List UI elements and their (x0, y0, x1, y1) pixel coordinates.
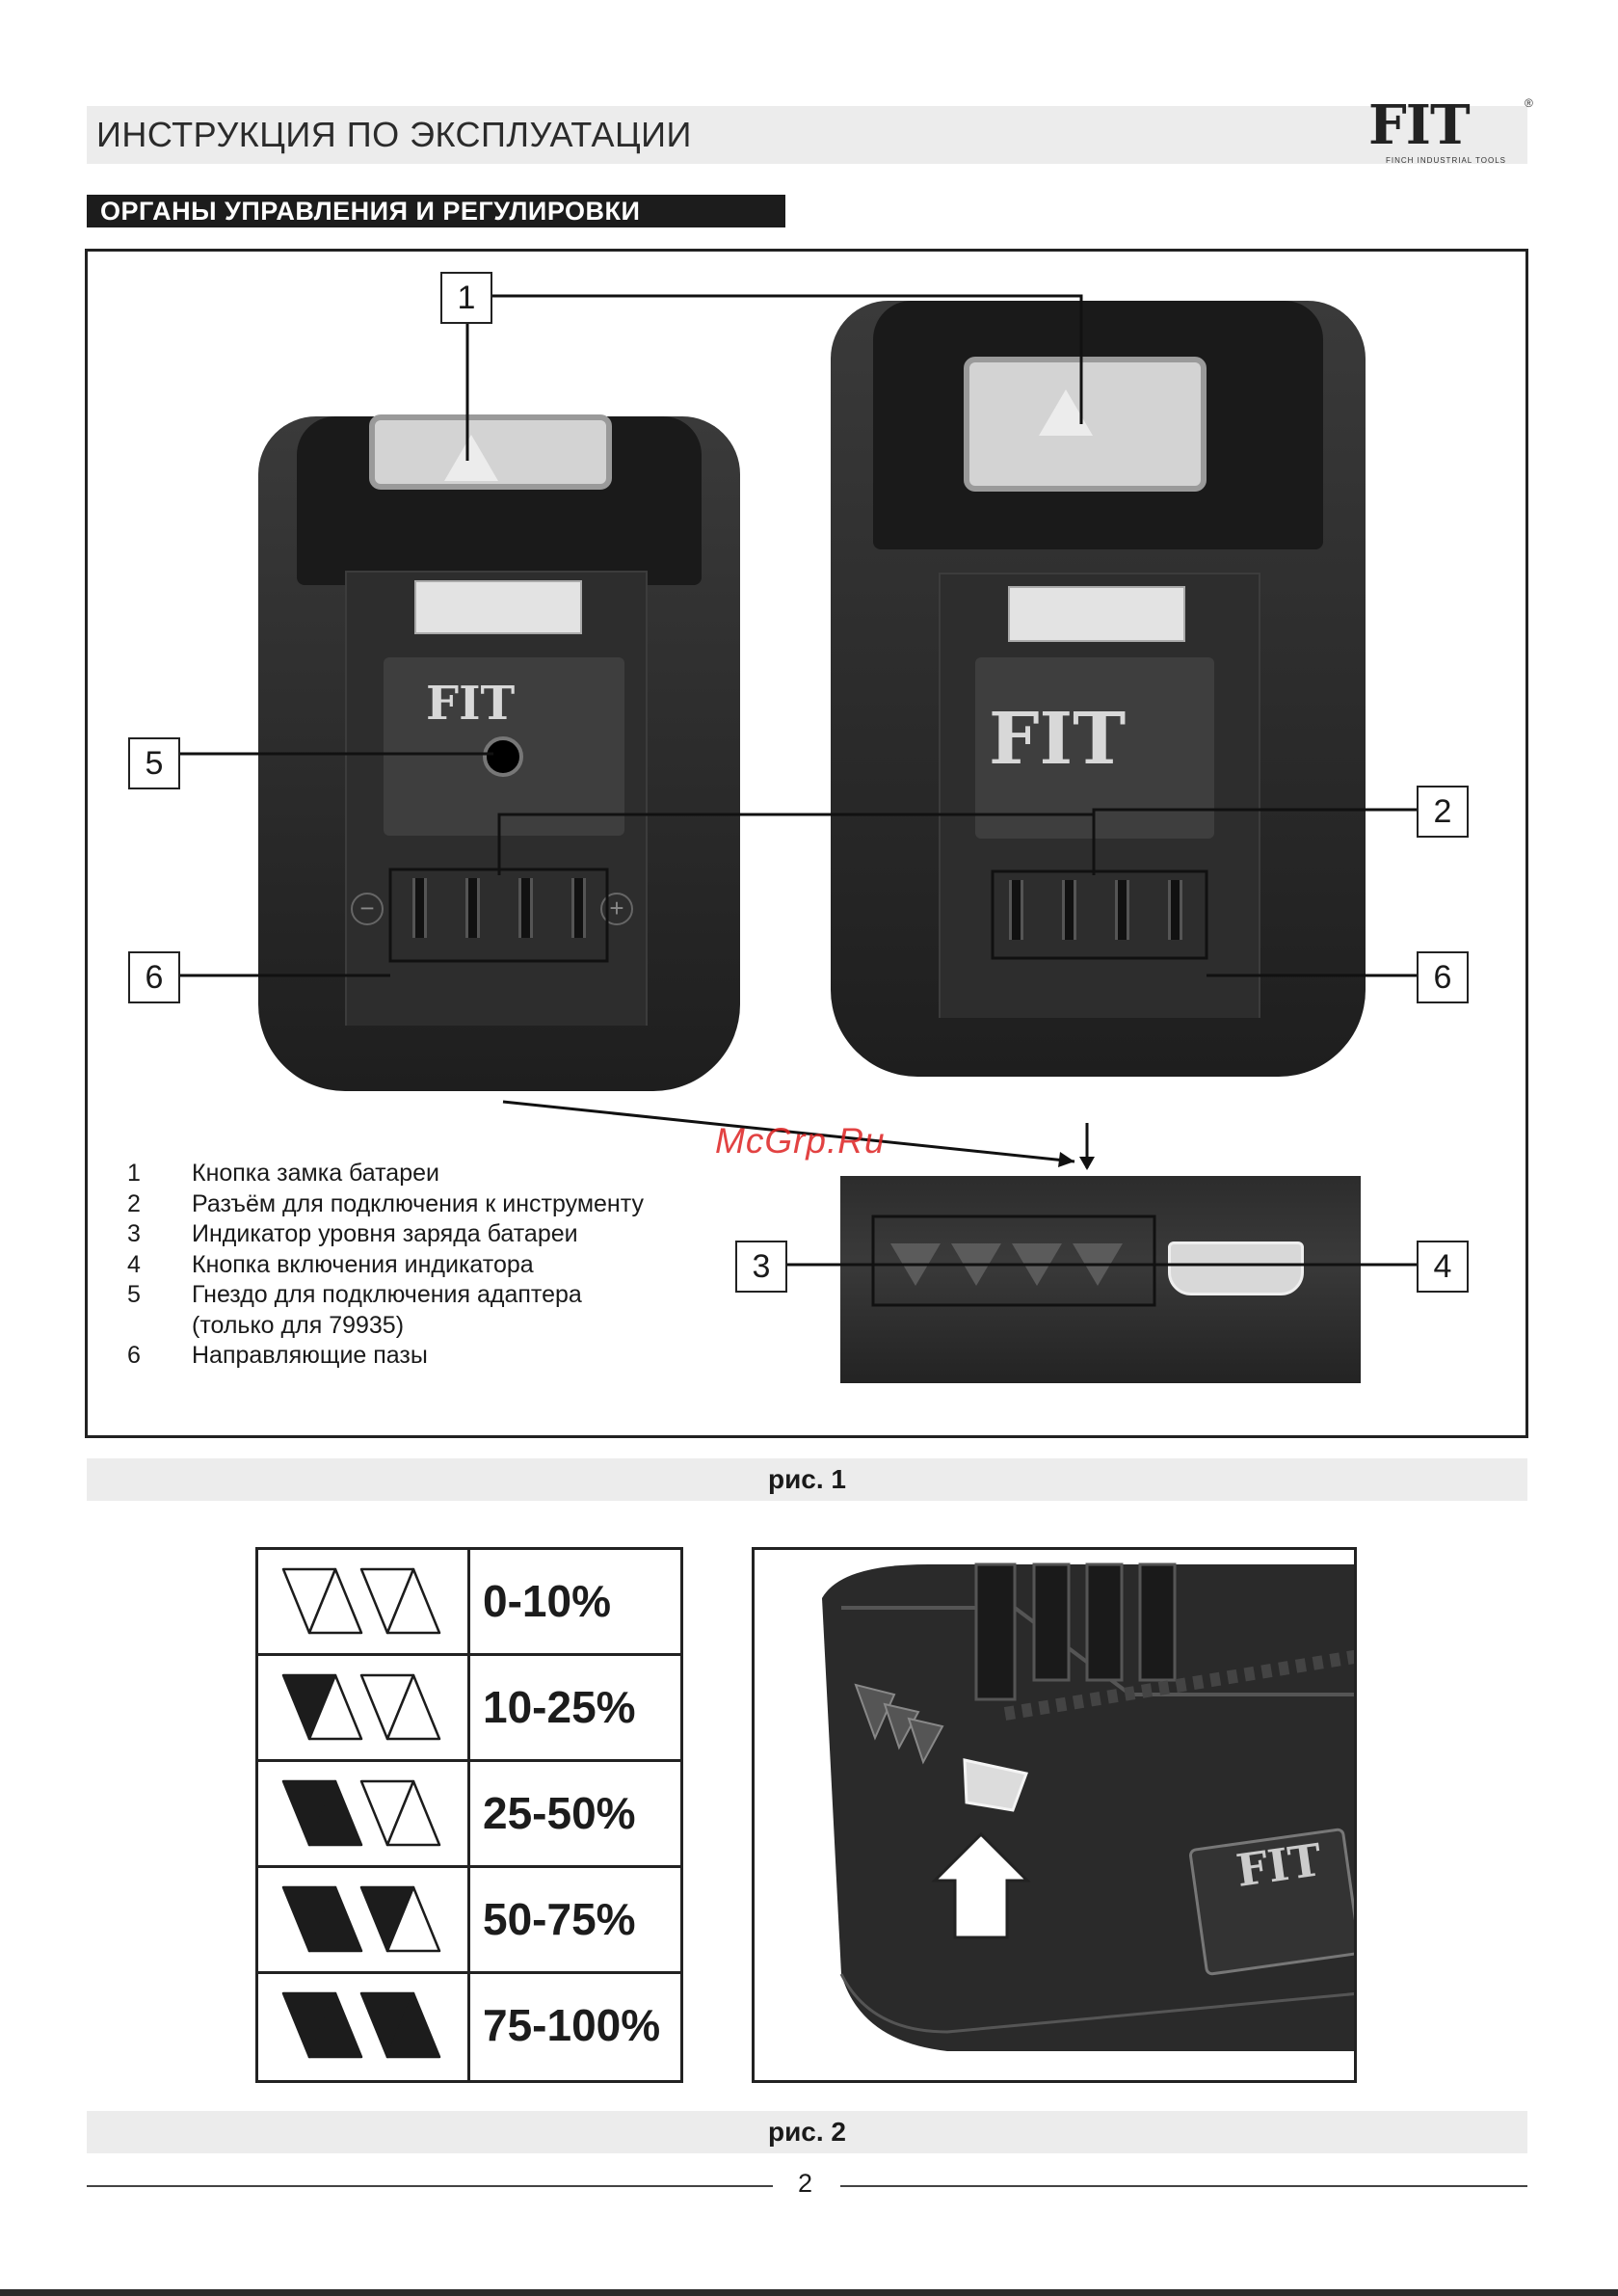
contact-pin (412, 878, 427, 938)
footer-rule-right (840, 2185, 1527, 2187)
logo-subtitle: FINCH INDUSTRIAL TOOLS (1386, 156, 1506, 165)
figure-1-caption: рис. 1 (87, 1458, 1527, 1501)
contact-pin (518, 878, 533, 938)
indicator-button (1168, 1241, 1304, 1295)
filled-triangle-icon (307, 1779, 363, 1847)
callout-2: 2 (1417, 786, 1469, 838)
charge-level-row: 10-25% (258, 1656, 680, 1762)
header-band (87, 106, 1527, 164)
contact-pin (465, 878, 480, 938)
charge-level-label: 10-25% (483, 1682, 636, 1732)
callout-5: 5 (128, 737, 180, 789)
empty-triangle-icon (307, 1673, 363, 1741)
filled-triangle-icon (307, 1885, 363, 1953)
contact-pin (1168, 880, 1182, 940)
brand-logo: FIT FINCH INDUSTRIAL TOOLS ® (1368, 93, 1537, 168)
figure-1-frame (85, 249, 1528, 1438)
bottom-edge-rule (0, 2289, 1618, 2296)
connector-slot (414, 580, 582, 634)
charge-level-row: 75-100% (258, 1974, 680, 2080)
minus-terminal-icon: − (351, 893, 384, 925)
empty-triangle-icon (385, 1567, 441, 1635)
charge-level-row: 25-50% (258, 1762, 680, 1868)
charge-level-table: 0-10% 10-25% 25-50% 50-75% 75-100% (255, 1547, 683, 2083)
legend-item: (только для 79935) (192, 1311, 405, 1339)
indicator-button-photo: FIT (752, 1547, 1357, 2083)
page-title: ИНСТРУКЦИЯ ПО ЭКСПЛУАТАЦИИ (96, 115, 692, 154)
filled-triangle-icon (307, 1991, 363, 2059)
charge-level-row: 0-10% (258, 1550, 680, 1656)
callout-6-right: 6 (1417, 951, 1469, 1003)
callout-1: 1 (440, 272, 492, 324)
adapter-socket (483, 736, 523, 777)
charge-indicator-icons (258, 1550, 470, 1653)
figure-2-caption: рис. 2 (87, 2111, 1527, 2153)
label-logo: FIT (989, 698, 1127, 781)
filled-triangle-icon (385, 1991, 441, 2059)
charge-indicator-icons (258, 1868, 470, 1971)
charge-indicator-icons (258, 1656, 470, 1759)
contact-pin (1115, 880, 1129, 940)
contact-pin (571, 878, 586, 938)
empty-triangle-icon (385, 1779, 441, 1847)
charge-level-label: 25-50% (483, 1788, 636, 1838)
logo-text: FIT (1368, 93, 1471, 157)
callout-4: 4 (1417, 1241, 1469, 1293)
callout-3: 3 (735, 1241, 787, 1293)
logo-registered-mark: ® (1525, 96, 1533, 110)
empty-triangle-icon (307, 1567, 363, 1635)
empty-triangle-icon (385, 1885, 441, 1953)
callout-6-left: 6 (128, 951, 180, 1003)
battery-contacts (990, 869, 1202, 950)
contact-pin (1062, 880, 1076, 940)
charge-level-label: 0-10% (483, 1576, 611, 1626)
connector-slot (1008, 586, 1185, 642)
empty-triangle-icon (385, 1673, 441, 1741)
section-title: ОРГАНЫ УПРАВЛЕНИЯ И РЕГУЛИРОВКИ (87, 195, 785, 227)
battery-contacts (393, 868, 605, 948)
charge-indicator-icons (258, 1974, 470, 2080)
battery-angled-view: FIT (831, 301, 1366, 1077)
battery-lock-button (369, 414, 612, 490)
indicator-panel-closeup (840, 1176, 1361, 1383)
charge-level-row: 50-75% (258, 1868, 680, 1974)
page-number: 2 (798, 2169, 813, 2198)
footer-rule-left (87, 2185, 773, 2187)
contact-pin (1009, 880, 1023, 940)
battery-lock-button (964, 357, 1207, 492)
label-logo: FIT (426, 677, 516, 731)
charge-level-label: 50-75% (483, 1894, 636, 1944)
battery-closeup-illustration (822, 1562, 1354, 2051)
plus-terminal-icon: + (600, 893, 633, 925)
watermark: McGrp.Ru (715, 1121, 886, 1161)
charge-level-label: 75-100% (483, 2000, 661, 2050)
charge-indicator-icons (258, 1762, 470, 1865)
